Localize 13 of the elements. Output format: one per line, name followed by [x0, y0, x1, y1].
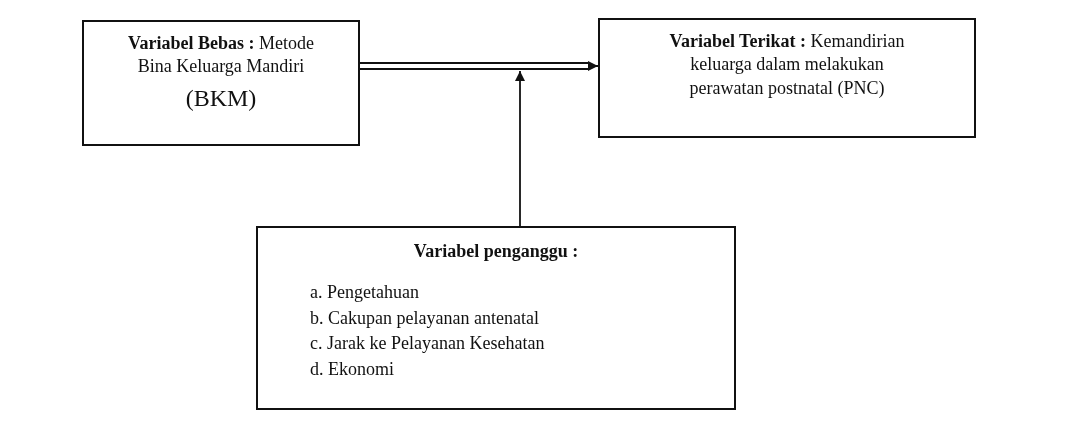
node-heading: Variabel penganggu : — [412, 240, 580, 263]
node-label: Variabel Terikat : Kemandirian keluarga dalam melakukan perawatan postnatal (PNC) — [668, 30, 906, 100]
arrow — [515, 70, 525, 227]
list-item: d. Ekonomi — [309, 357, 395, 381]
arrow — [359, 61, 599, 71]
node-label: Variabel Bebas : Metode Bina Keluarga Mandiri — [127, 32, 315, 79]
text-box — [598, 18, 976, 138]
abbreviation-label: (BKM) — [184, 83, 258, 113]
list-item: c. Jarak ke Pelayanan Kesehatan — [309, 332, 546, 356]
text-box — [82, 20, 360, 146]
list-item: a. Pengetahuan — [309, 281, 420, 305]
list-item: b. Cakupan pelayanan antenatal — [309, 306, 540, 330]
text-box — [256, 226, 736, 410]
